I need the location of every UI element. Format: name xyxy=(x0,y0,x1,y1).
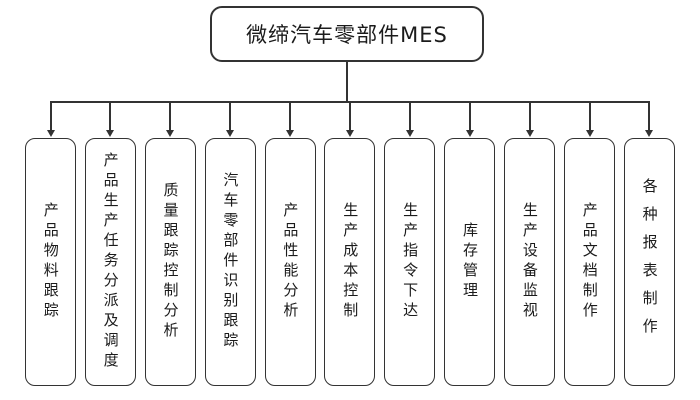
module-label: 产品文档制作 xyxy=(580,202,599,322)
module-label: 生产成本控制 xyxy=(341,202,360,322)
module-label: 质量跟踪控制分析 xyxy=(161,182,180,342)
module-box-10: 产品文档制作 xyxy=(564,102,616,386)
connector-stem xyxy=(346,61,348,102)
module-box-1: 产品物料跟踪 xyxy=(25,102,76,386)
module-label: 生产指令下达 xyxy=(401,202,420,322)
module-box-8: 库存管理 xyxy=(444,102,496,386)
module-label: 产品生产任务分派及调度 xyxy=(101,152,120,372)
modules-row: 产品物料跟踪 产品生产任务分派及调度 质量跟踪控制分析 汽车零部件识别跟踪 产品… xyxy=(25,102,675,386)
module-box-5: 产品性能分析 xyxy=(264,102,316,386)
module-label: 生产设备监视 xyxy=(520,202,539,322)
module-box-9: 生产设备监视 xyxy=(504,102,556,386)
module-label: 产品性能分析 xyxy=(281,202,300,322)
module-box-6: 生产成本控制 xyxy=(324,102,376,386)
module-box-2: 产品生产任务分派及调度 xyxy=(84,102,136,386)
module-label: 库存管理 xyxy=(460,222,479,302)
module-box-3: 质量跟踪控制分析 xyxy=(144,102,196,386)
module-label: 产品物料跟踪 xyxy=(41,202,60,322)
module-label: 汽车零部件识别跟踪 xyxy=(221,172,240,352)
module-box-4: 汽车零部件识别跟踪 xyxy=(204,102,256,386)
root-node-label: 微缔汽车零部件MES xyxy=(246,23,448,47)
root-node: 微缔汽车零部件MES xyxy=(210,6,484,62)
module-label: 各种报表制作 xyxy=(640,178,659,346)
module-box-7: 生产指令下达 xyxy=(384,102,436,386)
module-box-11: 各种报表制作 xyxy=(623,102,675,386)
